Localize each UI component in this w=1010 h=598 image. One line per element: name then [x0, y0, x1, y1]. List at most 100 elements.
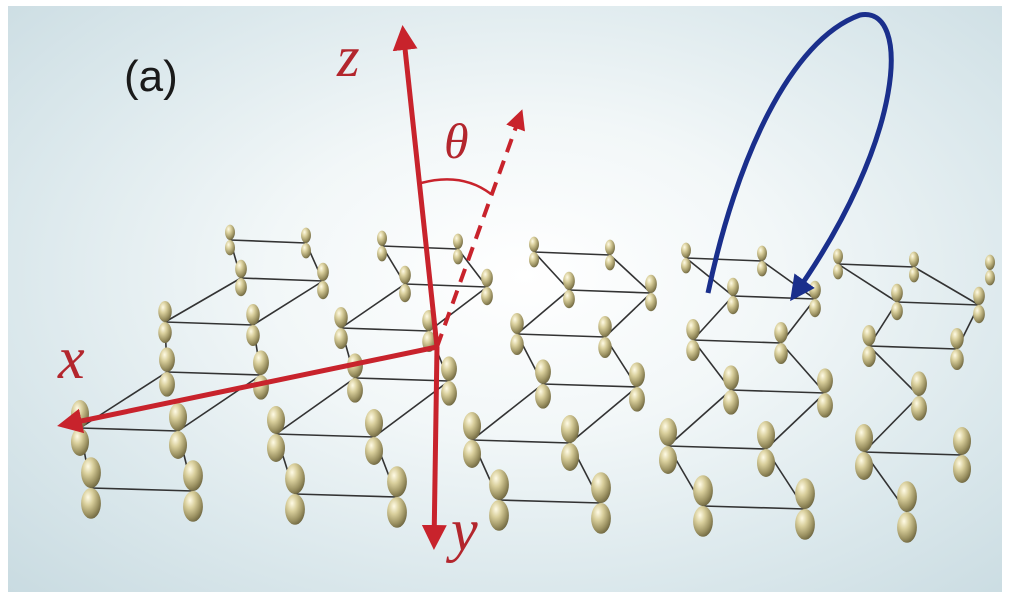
orbital-lobe: [645, 275, 657, 293]
x-axis: [62, 347, 437, 425]
x-axis-label: x: [58, 328, 85, 388]
orbital-lobe: [81, 488, 101, 519]
orbital-lobe: [659, 446, 677, 474]
orbital-lobe: [301, 243, 311, 258]
orbital-lobe: [723, 390, 739, 415]
orbital-lobe: [563, 290, 575, 308]
theta-arc: [421, 179, 491, 194]
orbital-lobe: [481, 269, 493, 287]
orbital-lobe: [334, 328, 348, 349]
lattice-bond: [733, 296, 815, 299]
orbital-lobe: [246, 325, 260, 346]
orbital-lobe: [891, 302, 903, 320]
orbital-lobe: [950, 349, 964, 370]
orbital-lobe: [953, 455, 971, 483]
orbital-lobe: [225, 240, 235, 255]
lattice-bond: [341, 284, 405, 328]
lattice-bond: [534, 252, 610, 255]
orbital-lobe: [158, 322, 172, 343]
lattice-bond: [703, 506, 805, 509]
orbital-lobe: [833, 249, 843, 264]
lattice-bond: [165, 322, 253, 325]
orbital-lobe: [561, 443, 579, 471]
orbital-lobe: [686, 340, 700, 361]
lattice-bond: [295, 494, 397, 497]
orbital-lobe: [891, 284, 903, 302]
lattice-bond: [686, 258, 762, 261]
orbital-lobe: [71, 428, 89, 456]
orbital-lobe: [285, 463, 305, 494]
lattice-bond: [543, 384, 637, 387]
lattice-bond: [668, 446, 766, 449]
orbital-lobe: [598, 337, 612, 358]
lattice-bond: [693, 340, 781, 343]
orbital-lobe: [795, 478, 815, 509]
orbital-lobe: [774, 322, 788, 343]
orbital-lobe: [441, 356, 457, 381]
orbital-lobe: [909, 252, 919, 267]
orbital-lobe: [453, 249, 463, 264]
orbital-lobe: [463, 440, 481, 468]
orbital-lobe: [862, 325, 876, 346]
orbital-lobe: [659, 418, 677, 446]
lattice-bond: [382, 246, 458, 249]
orbital-lobe: [911, 371, 927, 396]
orbital-lobe: [253, 375, 269, 400]
lattice-bond: [276, 434, 374, 437]
orbital-lobe: [757, 261, 767, 276]
orbital-lobe: [535, 384, 551, 409]
orbital-lobe: [510, 334, 524, 355]
lattice-bond: [276, 378, 355, 434]
orbital-lobe: [267, 434, 285, 462]
orbital-lobe: [301, 228, 311, 243]
lattice-bond: [230, 240, 306, 243]
orbital-lobe: [809, 299, 821, 317]
orbital-lobe: [317, 281, 329, 299]
orbital-lobe: [605, 240, 615, 255]
lattice-bond: [668, 390, 731, 446]
orbital-lobe: [399, 266, 411, 284]
orbital-lobe: [911, 396, 927, 421]
lattice-bond: [472, 384, 543, 440]
orbital-lobe: [693, 475, 713, 506]
orbital-lobe: [489, 469, 509, 500]
lattice-bond: [241, 278, 323, 281]
panel-label: (a): [124, 52, 178, 102]
orbital-lobe: [563, 272, 575, 290]
orbital-lobe: [235, 278, 247, 296]
orbital-lobe: [591, 472, 611, 503]
orbital-lobe: [183, 491, 203, 522]
orbital-lobe: [645, 293, 657, 311]
lattice-bond: [869, 346, 957, 349]
orbital-lobe: [529, 237, 539, 252]
lattice-bond: [165, 278, 241, 322]
orbital-lobe: [169, 431, 187, 459]
lattice-bonds: [80, 240, 979, 512]
orbital-lobe: [681, 243, 691, 258]
orbital-lobe: [795, 509, 815, 540]
orbital-lobe: [727, 278, 739, 296]
orbital-lobe: [529, 252, 539, 267]
p-orbital: [985, 255, 995, 286]
orbital-lobe: [693, 506, 713, 537]
orbital-lobe: [347, 378, 363, 403]
orbital-lobe: [235, 260, 247, 278]
lattice-bond: [570, 387, 637, 443]
orbital-lobe: [225, 225, 235, 240]
orbital-lobe: [317, 263, 329, 281]
orbital-lobe: [169, 403, 187, 431]
orbital-lobe: [953, 427, 971, 455]
orbital-lobe: [591, 503, 611, 534]
lattice-bond: [864, 452, 962, 455]
orbital-lobe: [253, 350, 269, 375]
orbital-lobe: [629, 362, 645, 387]
orbital-lobe: [817, 393, 833, 418]
orbital-lobe: [681, 258, 691, 273]
orbital-lobe: [909, 267, 919, 282]
orbital-lobe: [183, 460, 203, 491]
orbital-lobe: [757, 246, 767, 261]
orbital-lobe: [757, 449, 775, 477]
orbital-lobe: [463, 412, 481, 440]
orbital-lobe: [453, 234, 463, 249]
lattice-bond: [838, 264, 897, 302]
